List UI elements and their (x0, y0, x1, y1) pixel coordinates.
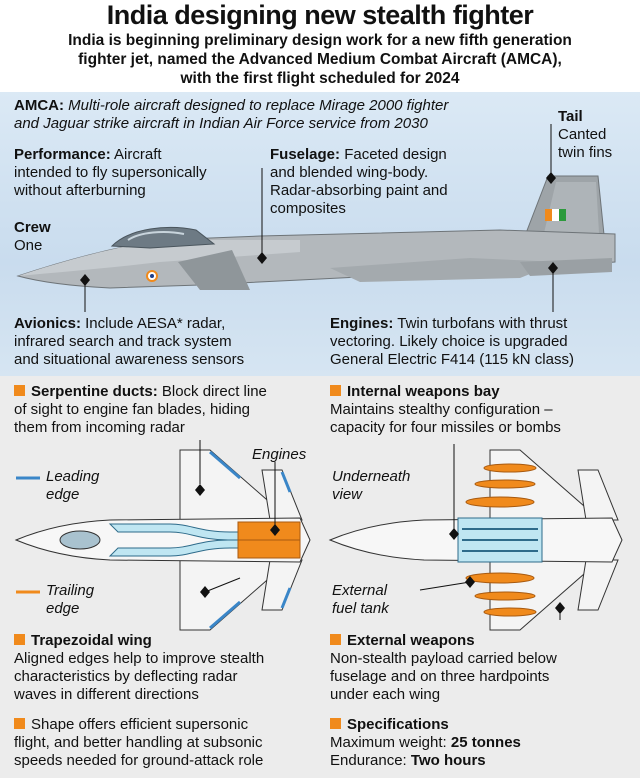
shape-callout: Shape offers efficient supersonic flight… (14, 716, 324, 770)
amca-description: AMCA: Multi-role aircraft designed to re… (14, 97, 534, 133)
external-weapons-line: under each wing (330, 686, 441, 703)
page-title: India designing new stealth fighter (106, 0, 534, 30)
orange-bullet (14, 634, 25, 645)
subtitle: India is beginning preliminary design wo… (20, 31, 620, 88)
engines-diagram-label: Engines (252, 446, 307, 463)
trailing-edge-label: Trailing edge (46, 582, 126, 618)
avionics-line: and situational awareness sensors (14, 351, 245, 368)
fuselage-line: and blended wing-body. (270, 164, 429, 181)
performance-callout: Performance: Aircraft intended to fly su… (14, 146, 264, 200)
fuselage-line: composites (270, 200, 346, 217)
orange-bullet (330, 385, 341, 396)
endurance-label: Endurance: (330, 752, 407, 769)
avionics-line: Include AESA* radar, (85, 315, 226, 332)
crew-label: Crew (14, 219, 51, 236)
amca-line: and Jaguar strike aircraft in Indian Air… (14, 115, 428, 132)
weight-value: 25 tonnes (450, 734, 521, 751)
weapons-bay-label: Internal weapons bay (347, 383, 500, 400)
subtitle-line: India is beginning preliminary design wo… (68, 32, 572, 49)
shape-line: flight, and better handling at subsonic (14, 734, 263, 751)
crew-callout: Crew One (14, 219, 94, 255)
orange-bullet (330, 718, 341, 729)
fuselage-label: Fuselage: (270, 146, 341, 163)
engines-label: Engines: (330, 315, 394, 332)
external-weapons-callout: External weapons Non-stealth payload car… (330, 632, 630, 704)
shape-line: speeds needed for ground-attack role (14, 752, 264, 769)
serpentine-callout: Serpentine ducts: Block direct line of s… (14, 383, 324, 437)
weight-label: Maximum weight: (330, 734, 447, 751)
shape-line: Shape offers efficient supersonic (31, 716, 249, 733)
avionics-line: infrared search and track system (14, 333, 232, 350)
underneath-view-aircraft (328, 444, 623, 631)
external-weapons-line: Non-stealth payload carried below (330, 650, 557, 667)
engines-callout: Engines: Twin turbofans with thrust vect… (330, 315, 630, 369)
subtitle-line: fighter jet, named the Advanced Medium C… (78, 51, 562, 68)
orange-bullet (14, 718, 25, 729)
trapezoidal-line: waves in different directions (14, 686, 199, 703)
avionics-callout: Avionics: Include AESA* radar, infrared … (14, 315, 314, 369)
specifications-label: Specifications (347, 716, 449, 733)
fuselage-line: Faceted design (344, 146, 447, 163)
weapons-bay-callout: Internal weapons bay Maintains stealthy … (330, 383, 630, 437)
performance-line: Aircraft (114, 146, 162, 163)
underneath-line: Underneath (332, 468, 411, 485)
trapezoidal-callout: Trapezoidal wing Aligned edges help to i… (14, 632, 324, 704)
engines-line: vectoring. Likely choice is upgraded (330, 333, 568, 350)
fuel-tank-line: fuel tank (332, 600, 389, 617)
subtitle-line: with the first flight scheduled for 2024 (180, 70, 460, 87)
tail-callout: Tail Canted twin fins (558, 108, 638, 162)
amca-label: AMCA: (14, 97, 64, 114)
trapezoidal-label: Trapezoidal wing (31, 632, 152, 649)
engines-line: Twin turbofans with thrust (397, 315, 568, 332)
orange-bullet (14, 385, 25, 396)
external-weapons-line: fuselage and on three hardpoints (330, 668, 550, 685)
trailing-edge-line: Trailing (46, 582, 95, 599)
leading-edge-label: Leading edge (46, 468, 126, 504)
serpentine-line: of sight to engine fan blades, hiding (14, 401, 251, 418)
trailing-edge-line: edge (46, 600, 80, 617)
weapons-bay-line: Maintains stealthy configuration – (330, 401, 553, 418)
fuselage-line: Radar-absorbing paint and (270, 182, 448, 199)
external-weapons-label: External weapons (347, 632, 475, 649)
tail-line: Canted (558, 126, 607, 143)
amca-line: Multi-role aircraft designed to replace … (68, 97, 449, 114)
orange-bullet (330, 634, 341, 645)
endurance-value: Two hours (410, 752, 486, 769)
performance-label: Performance: (14, 146, 111, 163)
top-view-aircraft (14, 440, 311, 631)
serpentine-label: Serpentine ducts: (31, 383, 158, 400)
fuselage-callout: Fuselage: Faceted design and blended win… (270, 146, 530, 218)
leading-edge-line: Leading (46, 468, 100, 485)
leading-edge-line: edge (46, 486, 80, 503)
engines-line: General Electric F414 (115 kN class) (330, 351, 574, 368)
weapons-bay-line: capacity for four missiles or bombs (330, 419, 561, 436)
underneath-line: view (332, 486, 363, 503)
underneath-view-label: Underneath view (332, 468, 432, 504)
fuel-tank-line: External (332, 582, 388, 599)
serpentine-line: them from incoming radar (14, 419, 185, 436)
avionics-label: Avionics: (14, 315, 81, 332)
performance-line: intended to fly supersonically (14, 164, 207, 181)
tail-label: Tail (558, 108, 583, 125)
specifications-callout: Specifications Maximum weight: 25 tonnes… (330, 716, 630, 770)
trapezoidal-line: Aligned edges help to improve stealth (14, 650, 265, 667)
serpentine-line: Block direct line (161, 383, 267, 400)
crew-value: One (14, 237, 43, 254)
performance-line: without afterburning (14, 182, 146, 199)
aircraft-side-view (16, 124, 616, 312)
fuel-tank-label: External fuel tank (332, 582, 432, 618)
trapezoidal-line: characteristics by deflecting radar (14, 668, 238, 685)
tail-line: twin fins (558, 144, 613, 161)
